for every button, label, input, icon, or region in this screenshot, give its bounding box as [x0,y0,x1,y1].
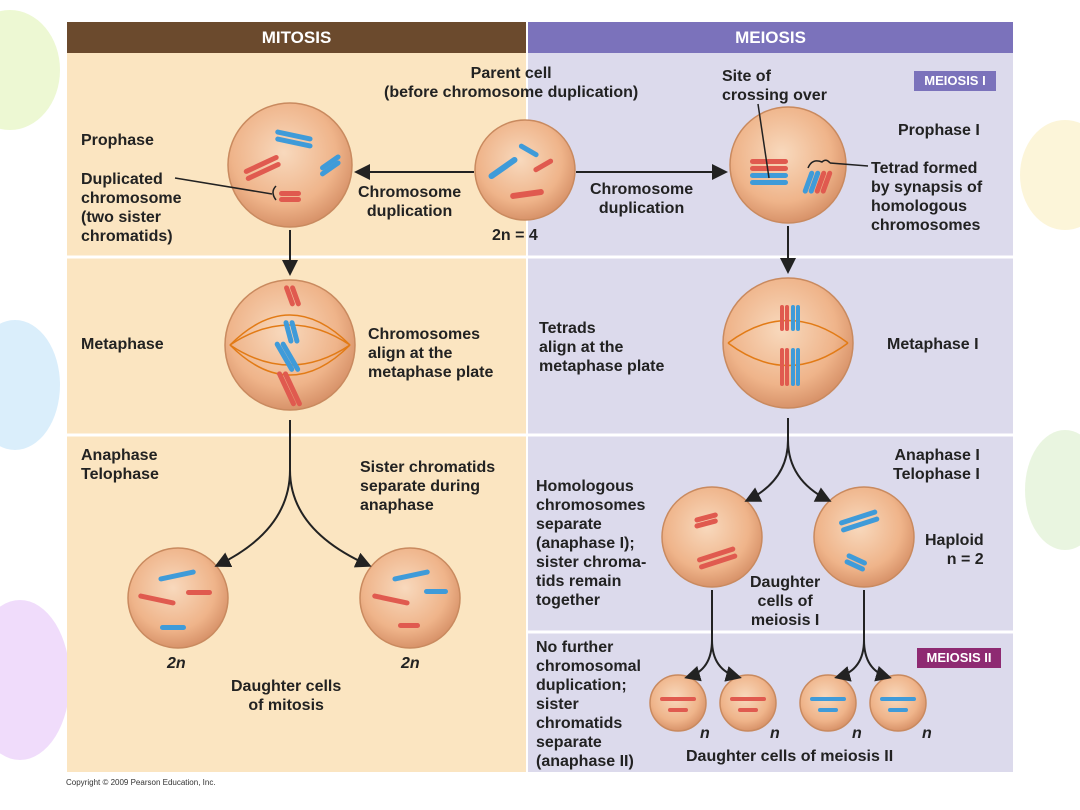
metaphase-1-label: Metaphase I [887,336,979,353]
prophase-1-label: Prophase I [898,122,980,139]
mitosis-metaphase-cell [224,279,356,411]
pointer-lines [174,103,869,201]
prophase-label: Prophase [81,132,154,149]
sister-separate-label: Sister chromatids separate during anapha… [360,459,496,514]
mitosis-header: MITOSIS [67,22,526,53]
daughter-meiosis1-label: Daughter cells of meiosis I [750,574,821,629]
meiosis2-daughter-4 [869,674,927,732]
daughter-mitosis-label: Daughter cells of mitosis [231,678,342,714]
two-n-right-label: 2n [401,655,420,672]
meiosis2-tag: MEIOSIS II [917,648,1001,668]
tetrads-align-label: Tetrads align at the metaphase plate [539,320,665,375]
mitosis-prophase-cell [227,102,353,228]
copyright-text: Copyright © 2009 Pearson Education, Inc. [66,778,216,787]
haploid-label: Haploid n = 2 [925,532,984,568]
cells [127,102,927,732]
meiosis1-daughter-left [661,486,763,588]
n-label-4: n [922,725,932,742]
chrom-dup-left-label: Chromosome duplication [358,184,462,220]
chromosomes [138,129,916,712]
meiosis-prophase-cell [729,106,847,224]
meiosis-metaphase-cell [722,277,854,409]
parent-cell-label: Parent cell (before chromosome duplicati… [384,65,639,101]
two-n-left-label: 2n [167,655,186,672]
chromosomes-align-label: Chromosomes align at the metaphase plate [368,326,494,381]
mitosis-daughter-right [359,547,461,649]
n-label-1: n [700,725,710,742]
parent-cell [474,119,576,221]
metaphase-label: Metaphase [81,336,164,353]
two-n-four-label: 2n = 4 [492,227,538,244]
chrom-dup-right-label: Chromosome duplication [590,181,694,217]
meiosis2-daughter-1 [649,674,707,732]
duplicated-chromosome-label: Duplicated chromosome (two sister chroma… [81,171,182,245]
mitosis-daughter-left [127,547,229,649]
daughter-meiosis2-label: Daughter cells of meiosis II [686,748,894,765]
anaphase-telophase-1-label: Anaphase I Telophase I [893,447,980,483]
anaphase-telophase-label: Anaphase Telophase [81,447,159,483]
homologous-separate-label: Homologous chromosomes separate (anaphas… [536,478,647,609]
row-separators [67,255,1013,634]
arrows [214,164,892,682]
tetrad-formed-label: Tetrad formed by synapsis of homologous … [871,160,983,234]
meiosis1-daughter-right [813,486,915,588]
n-label-3: n [852,725,862,742]
meiosis-header: MEIOSIS [528,22,1013,53]
n-label-2: n [770,725,780,742]
meiosis2-daughter-2 [719,674,777,732]
site-crossing-label: Site of crossing over [722,68,827,104]
meiosis2-daughter-3 [799,674,857,732]
meiosis1-tag: MEIOSIS I [914,71,996,91]
no-further-label: No further chromosomal duplication; sist… [536,639,641,770]
